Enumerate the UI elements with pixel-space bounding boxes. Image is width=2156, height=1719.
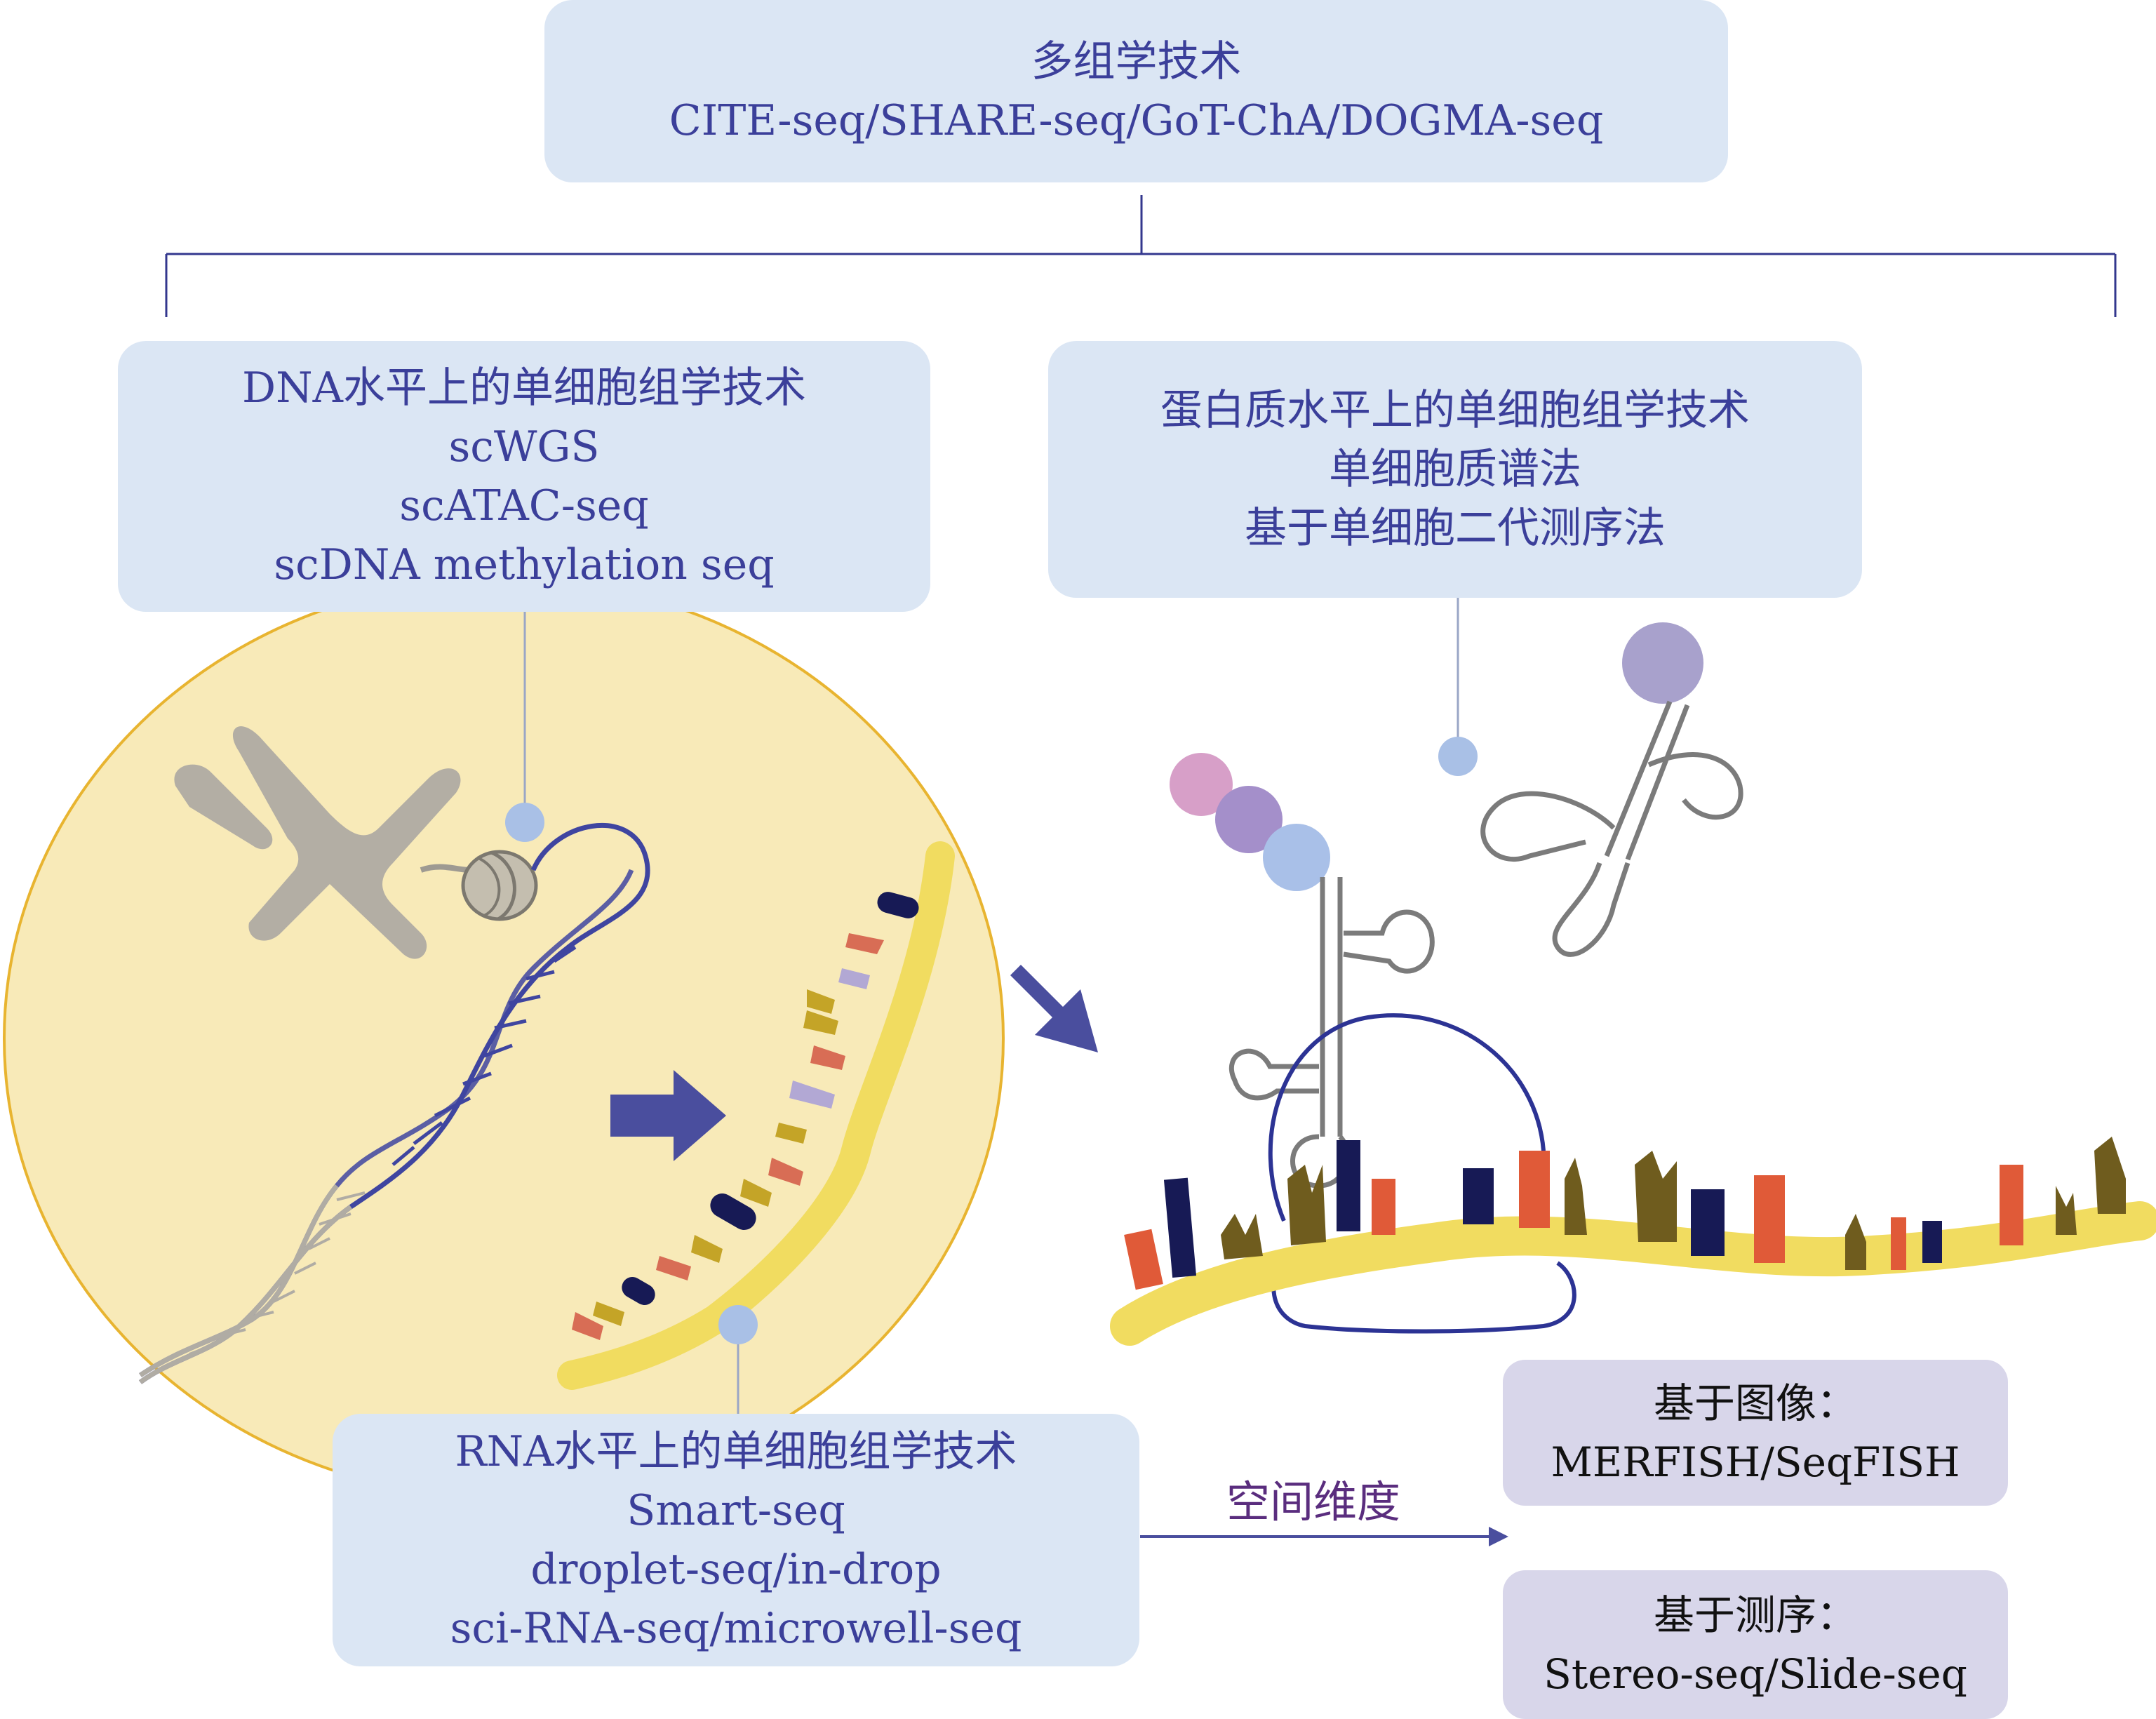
protein-method-item: 单细胞质谱法	[1329, 445, 1581, 494]
dna-connector-dot	[505, 803, 544, 842]
rna-connector-dot	[718, 1305, 758, 1344]
protein-method-item: 基于单细胞二代测序法	[1245, 504, 1666, 553]
dna-helix-icon	[138, 823, 650, 1384]
top-bracket	[165, 195, 2117, 317]
sequencing-based-methods: Stereo-seq/Slide-seq	[1544, 1650, 1967, 1698]
rna-method-item: droplet-seq/in-drop	[530, 1545, 942, 1594]
multiomics-title: 多组学技术	[1031, 37, 1242, 86]
nucleosome-icon	[420, 850, 538, 921]
sequencing-based-title: 基于测序：	[1653, 1591, 1857, 1639]
protein-connector-dot	[1438, 737, 1478, 776]
peptide-chain-icon	[1170, 753, 1330, 891]
dna-omics-title: DNA水平上的单细胞组学技术	[242, 363, 806, 413]
chromosome-icon	[174, 726, 461, 959]
image-based-title: 基于图像：	[1653, 1379, 1857, 1427]
translation-arrow-icon	[1010, 965, 1098, 1052]
rna-method-item: sci-RNA-seq/microwell-seq	[450, 1604, 1022, 1653]
dna-method-item: scDNA methylation seq	[274, 540, 775, 589]
mrna-strand-icon	[1110, 1137, 2156, 1346]
protein-omics-title: 蛋白质水平上的单细胞组学技术	[1160, 386, 1750, 435]
multiomics-methods: CITE-seq/SHARE-seq/GoT-ChA/DOGMA-seq	[669, 96, 1604, 145]
rna-strand-icon	[557, 841, 955, 1390]
multiomics-box: 多组学技术 CITE-seq/SHARE-seq/GoT-ChA/DOGMA-s…	[544, 0, 1728, 182]
image-based-box: 基于图像： MERFISH/SeqFISH	[1503, 1360, 2008, 1506]
dna-omics-box: DNA水平上的单细胞组学技术 scWGS scATAC-seq scDNA me…	[118, 341, 930, 612]
spatial-dimension-label: 空间维度	[1226, 1476, 1401, 1527]
sequencing-based-box: 基于测序： Stereo-seq/Slide-seq	[1503, 1570, 2008, 1719]
image-based-methods: MERFISH/SeqFISH	[1551, 1438, 1960, 1486]
rna-method-item: Smart-seq	[627, 1486, 845, 1535]
rna-omics-box: RNA水平上的单细胞组学技术 Smart-seq droplet-seq/in-…	[333, 1414, 1139, 1666]
trna-icon	[1480, 622, 1743, 957]
cell-circle	[3, 577, 1005, 1499]
protein-omics-box: 蛋白质水平上的单细胞组学技术 单细胞质谱法 基于单细胞二代测序法	[1048, 341, 1862, 598]
dna-method-item: scATAC-seq	[399, 481, 649, 530]
transcription-arrow-icon	[610, 1070, 726, 1161]
rna-omics-title: RNA水平上的单细胞组学技术	[455, 1427, 1017, 1476]
spatial-arrow-icon	[1140, 1527, 1508, 1546]
dna-method-item: scWGS	[448, 422, 600, 471]
